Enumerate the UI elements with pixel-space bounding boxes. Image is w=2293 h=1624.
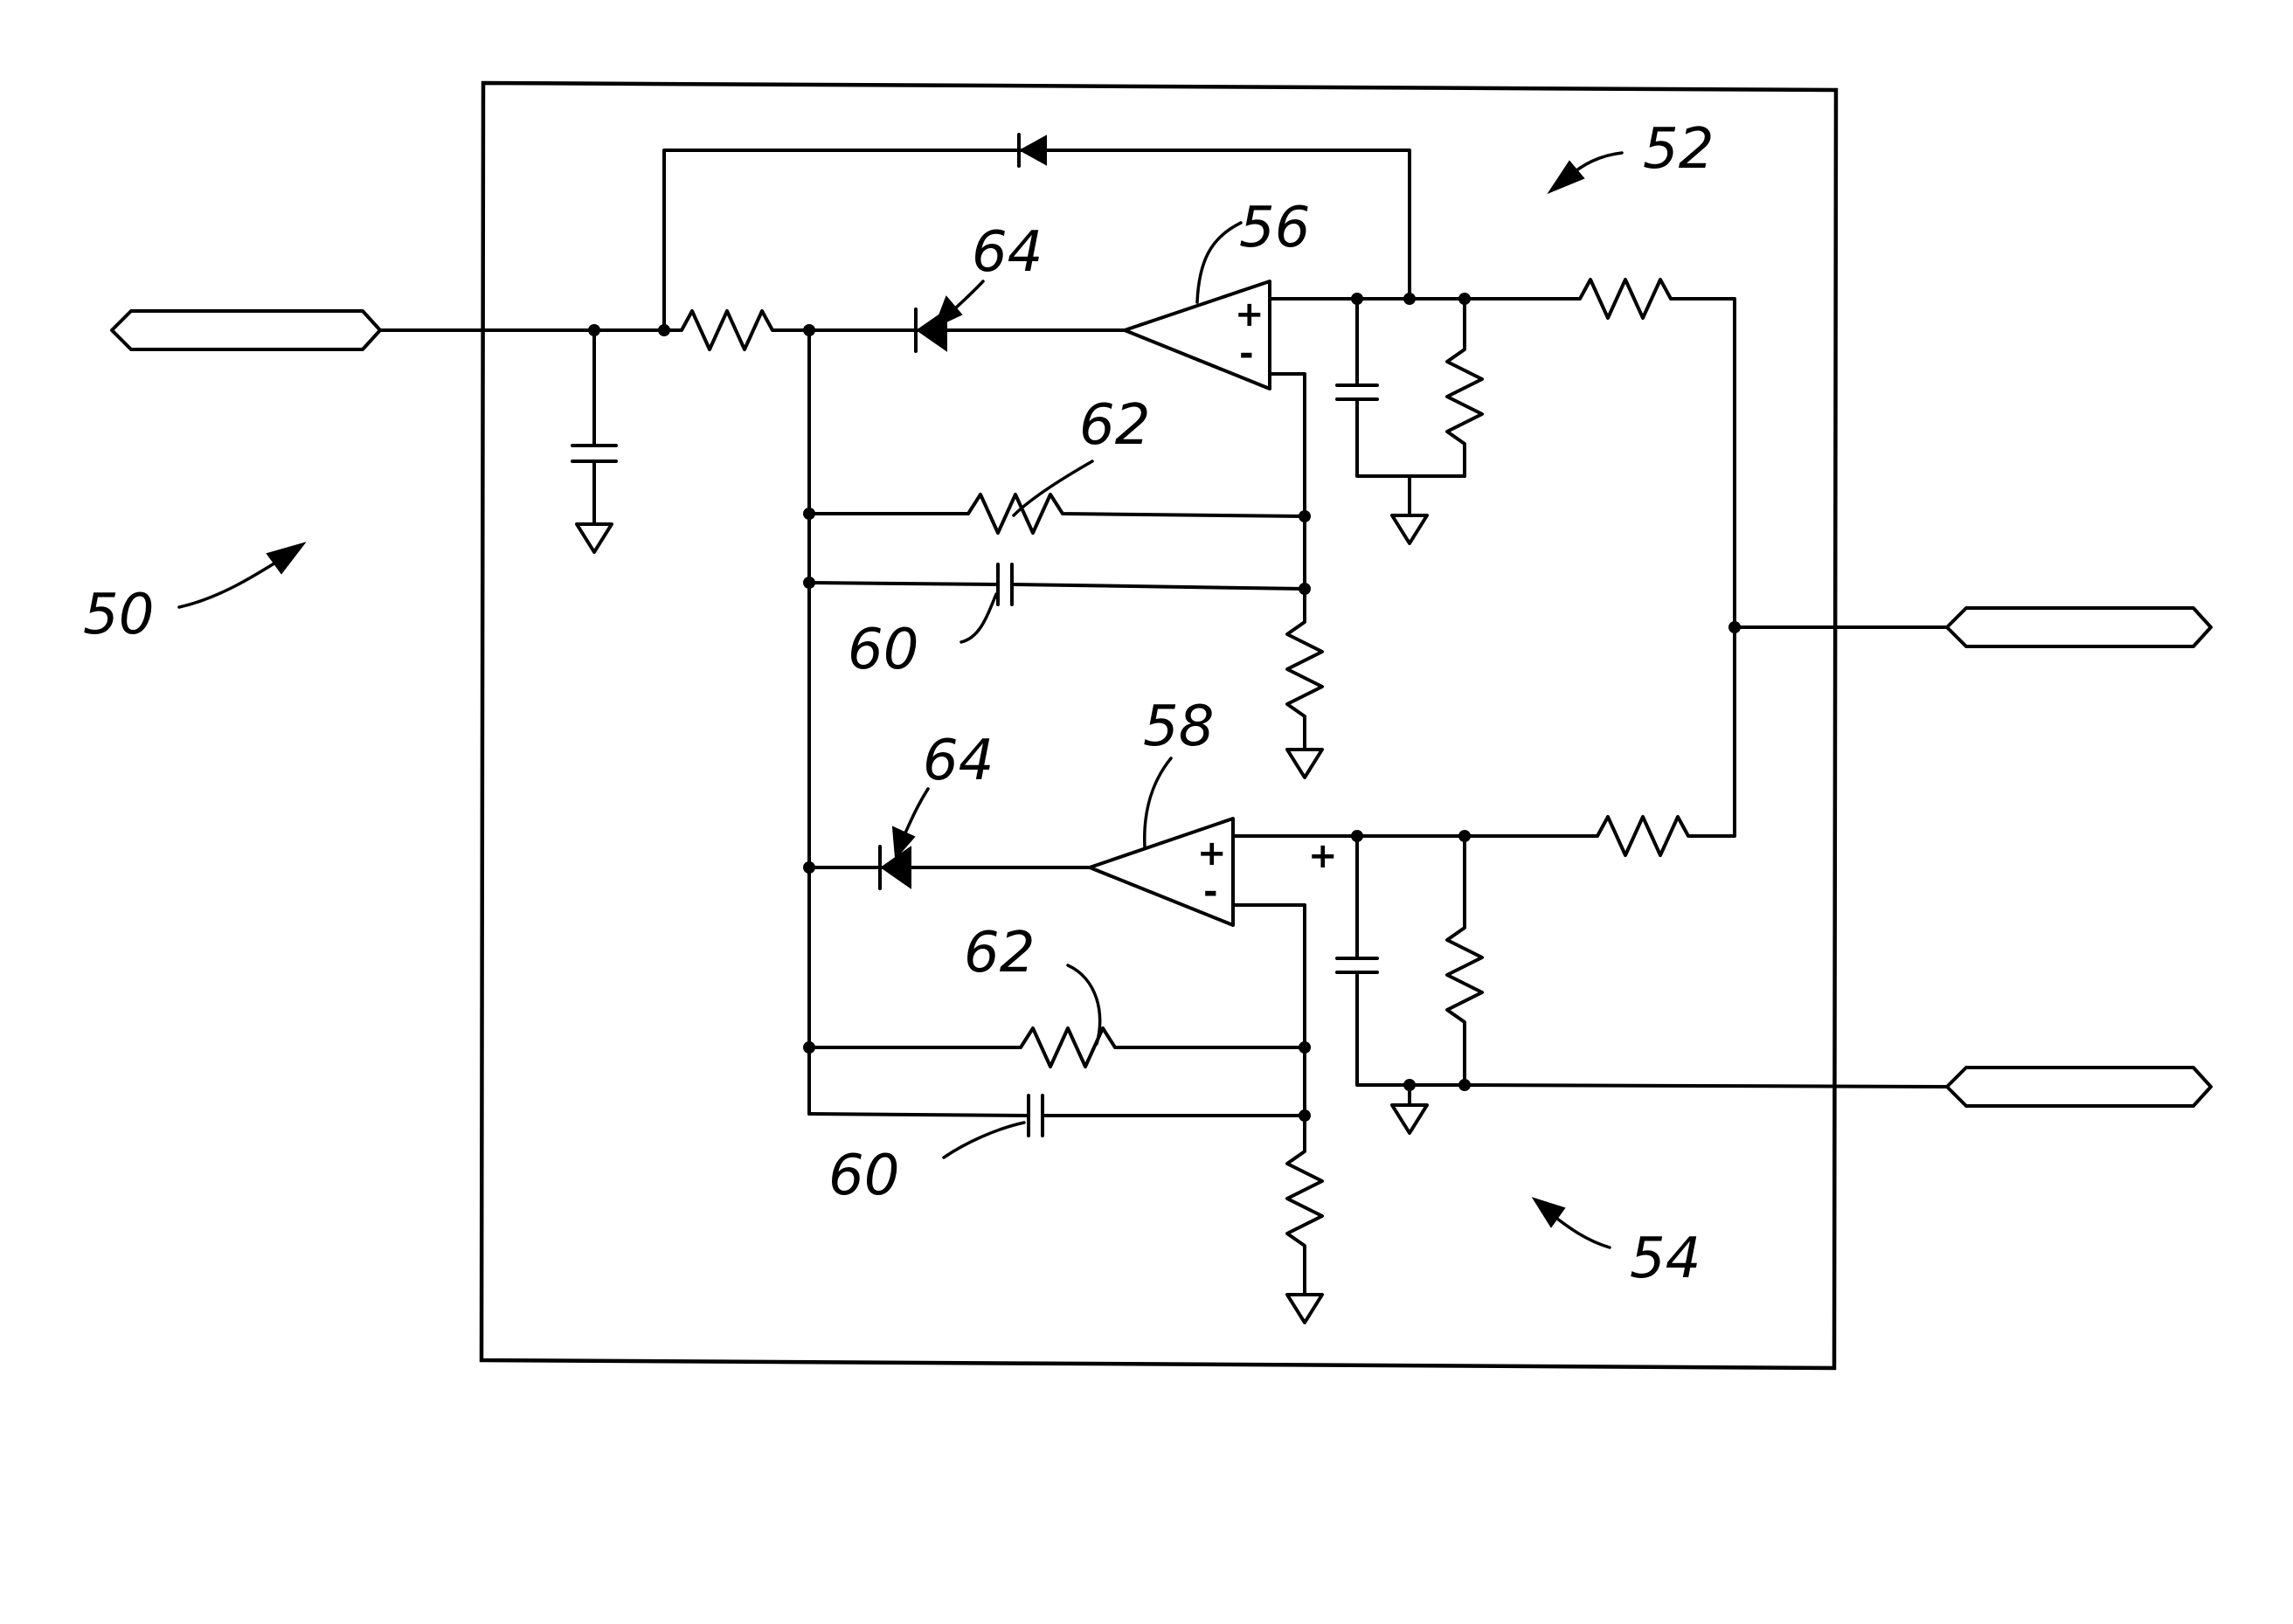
arrow-52-head — [1549, 162, 1583, 192]
label-60-upper: 60 — [848, 618, 918, 682]
opamp-56-plus-sign: + — [1235, 294, 1264, 335]
opamp-58-minus-sign: - — [1203, 872, 1218, 912]
opamp-56-minus-sign: - — [1239, 334, 1254, 374]
ground-symbol-input — [577, 524, 612, 552]
label-64-upper: 64 — [972, 220, 1043, 285]
arrow-50-leader — [179, 557, 284, 607]
resistor-shunt-upper — [1447, 299, 1482, 476]
resistor-sum-lower — [1586, 627, 1735, 855]
label-52: 52 — [1643, 117, 1714, 182]
label-56: 56 — [1239, 196, 1310, 260]
capacitor-60-upper-leader — [961, 594, 996, 642]
resistor-62-upper — [809, 494, 1305, 533]
label-54: 54 — [1630, 1227, 1701, 1291]
capacitor-60-lower-leader — [944, 1123, 1024, 1158]
capacitor-output-lower — [1337, 836, 1465, 1085]
label-64-lower: 64 — [923, 729, 994, 793]
arrow-64-lower-leader — [903, 789, 928, 839]
input-terminal — [112, 311, 380, 349]
resistor-ground-lower — [1287, 1116, 1322, 1295]
arrow-50-head — [267, 543, 304, 573]
label-62-lower: 62 — [964, 921, 1035, 985]
label-62-upper: 62 — [1079, 393, 1150, 458]
opamp-56-leader — [1197, 223, 1241, 302]
resistor-62-upper-leader — [1014, 461, 1092, 515]
ground-symbol-lower-left — [1287, 1295, 1322, 1323]
opamp-58-leader — [1145, 758, 1171, 847]
input-capacitor — [572, 330, 616, 524]
resistor-sum-upper — [1569, 280, 1735, 627]
opamp-58-plus-sign: + — [1197, 833, 1227, 874]
lower-node-plus-sign: + — [1308, 836, 1338, 876]
ground-symbol-lower-right — [1392, 1105, 1427, 1133]
ground-symbol-upper-left — [1287, 750, 1322, 777]
resistor-62-lower — [809, 1028, 1305, 1067]
output-terminal-lower — [1947, 1068, 2211, 1106]
label-58: 58 — [1143, 695, 1214, 759]
input-resistor — [664, 311, 809, 349]
capacitor-60-upper — [809, 564, 1305, 605]
arrow-54-leader — [1554, 1216, 1610, 1247]
ground-symbol-upper-right — [1392, 515, 1427, 543]
output-wire-lower — [1465, 1085, 1947, 1087]
label-50: 50 — [83, 583, 154, 647]
opamp-58-minus-wire — [1233, 905, 1305, 1116]
arrow-64-upper-head — [935, 297, 961, 327]
node-out-upper-2 — [1403, 293, 1416, 305]
capacitor-60-lower — [809, 1095, 1305, 1136]
resistor-ground-upper — [1287, 589, 1322, 750]
resistor-shunt-lower — [1447, 836, 1482, 1085]
capacitor-output-upper — [1337, 299, 1465, 476]
resistor-62-lower-leader — [1068, 965, 1100, 1044]
output-terminal-upper — [1947, 608, 2211, 646]
opamp-56-minus-wire — [1270, 374, 1305, 589]
feedback-diode — [1019, 135, 1046, 166]
label-60-lower: 60 — [828, 1144, 899, 1208]
